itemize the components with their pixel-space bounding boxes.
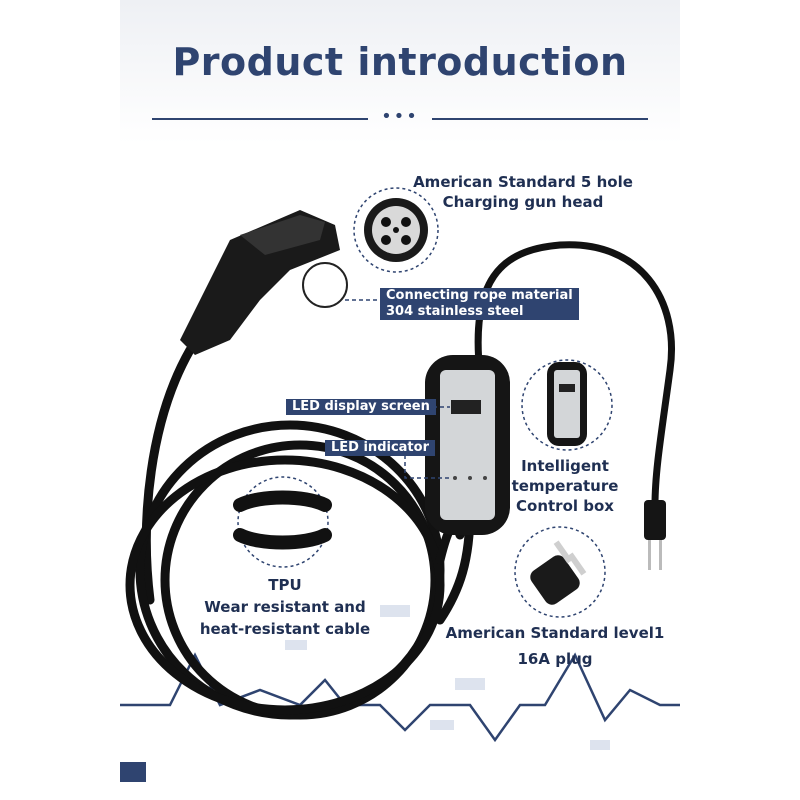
page-title: Product introduction [172, 40, 628, 84]
cable-label-line1: TPU [268, 576, 302, 594]
cable-label-line3: heat-resistant cable [199, 620, 371, 638]
power-cord [474, 241, 675, 506]
corner-block [120, 762, 146, 782]
plug-label-line1: American Standard level1 [445, 624, 665, 642]
control-box-inset [521, 359, 613, 451]
gun-head-label: American Standard 5 hole Charging gun he… [408, 172, 638, 212]
control-box-label-line1: Intelligent [521, 457, 609, 475]
control-box-label: Intelligent temperature Control box [500, 456, 630, 516]
charging-gun [180, 210, 348, 355]
title-divider-dots: ••• [381, 106, 419, 127]
title-divider-left [152, 118, 368, 120]
cable-label: TPU Wear resistant and heat-resistant ca… [190, 574, 380, 640]
plug-body [644, 500, 666, 570]
gun-head-label-line1: American Standard 5 hole [413, 173, 633, 191]
led-display-tag: LED display screen [286, 399, 436, 415]
plug-label-line2: 16A plug [517, 650, 593, 668]
cable-inset [233, 476, 332, 568]
title-divider-right [432, 118, 648, 120]
gun-head-inset [353, 187, 439, 273]
gun-head-label-line2: Charging gun head [442, 193, 604, 211]
control-box [425, 355, 510, 535]
rope-material-tag: Connecting rope material 304 stainless s… [380, 288, 579, 320]
coiled-cable [125, 345, 475, 720]
plug-label: American Standard level1 16A plug [440, 620, 670, 672]
cable-label-line2: Wear resistant and [204, 598, 366, 616]
rope-material-line1: Connecting rope material [386, 288, 573, 303]
plug-inset [514, 526, 606, 618]
led-indicator-tag: LED indicator [325, 440, 435, 456]
control-box-label-line2: temperature [511, 477, 619, 495]
control-box-label-line3: Control box [516, 497, 614, 515]
rope-material-line2: 304 stainless steel [386, 304, 524, 319]
faded-blocks-decoration [285, 605, 610, 750]
